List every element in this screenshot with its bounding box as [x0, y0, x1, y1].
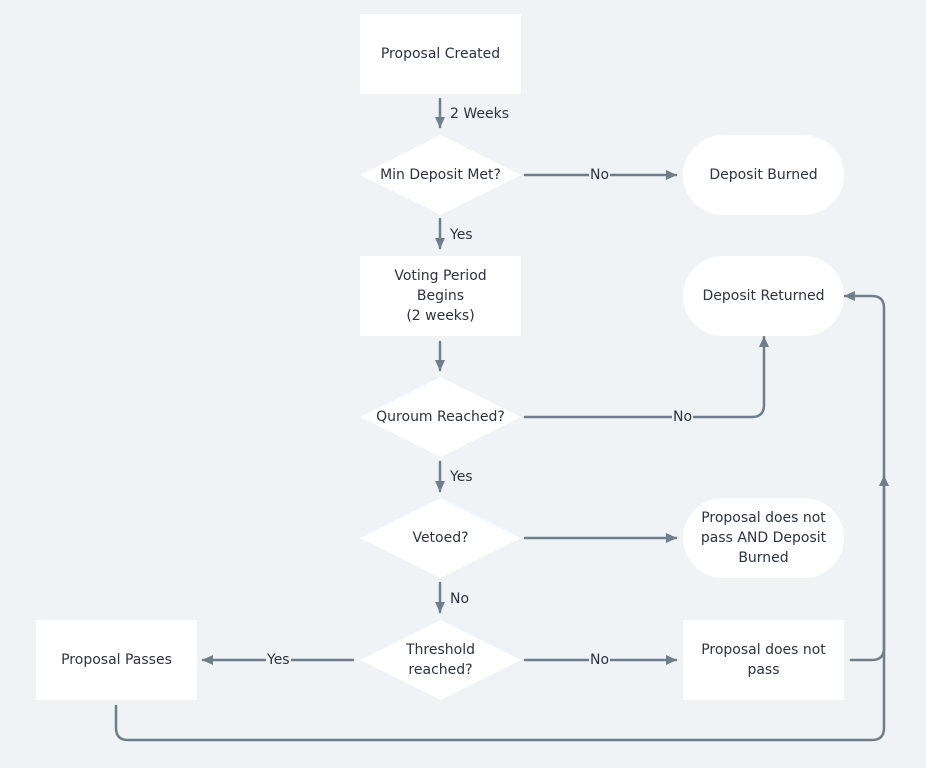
deposit-returned-label: Deposit Returned [702, 288, 825, 304]
quorum-reached-decision: Quroum Reached? [360, 377, 521, 457]
not-pass-burned-node: Proposal does not pass AND Deposit Burne… [683, 498, 844, 578]
threshold-reached-decision: Threshold reached? [360, 620, 521, 700]
min-deposit-met-decision: Min Deposit Met? [360, 135, 521, 215]
min-deposit-met-label: Min Deposit Met? [380, 167, 501, 183]
edge-passes-to-returned [114, 474, 889, 742]
edge-label-threshold-yes: Yes [266, 652, 291, 668]
proposal-created-node: Proposal Created [360, 14, 521, 94]
vetoed-label: Vetoed? [412, 530, 469, 546]
voting-period-label: Voting Period Begins (2 weeks) [394, 268, 487, 324]
deposit-burned-label: Deposit Burned [709, 167, 818, 183]
edge-label-deposit-no: No [589, 167, 611, 183]
proposal-passes-node: Proposal Passes [36, 620, 197, 700]
vetoed-decision: Vetoed? [360, 498, 521, 578]
not-pass-burned-label: Proposal does not pass AND Deposit Burne… [700, 510, 827, 566]
edge-label-vetoed-no: No [449, 591, 471, 607]
edge-not-pass-to-returned [843, 291, 886, 662]
proposal-created-label: Proposal Created [380, 46, 501, 62]
deposit-returned-node: Deposit Returned [683, 256, 844, 336]
proposal-not-pass-label: Proposal does not pass [701, 642, 826, 678]
edge-quorum-no [523, 335, 769, 419]
edge-label-2-weeks: 2 Weeks [449, 106, 511, 122]
threshold-reached-label: Threshold reached? [406, 642, 475, 678]
voting-period-node: Voting Period Begins (2 weeks) [360, 256, 521, 336]
proposal-not-pass-node: Proposal does not pass [683, 620, 844, 700]
proposal-passes-label: Proposal Passes [61, 652, 172, 668]
edge-label-quorum-no: No [672, 409, 694, 425]
quorum-reached-label: Quroum Reached? [376, 409, 505, 425]
deposit-burned-node: Deposit Burned [683, 135, 844, 215]
edge-label-threshold-no: No [589, 652, 611, 668]
edge-label-deposit-yes: Yes [449, 227, 474, 243]
edge-label-quorum-yes: Yes [449, 469, 474, 485]
